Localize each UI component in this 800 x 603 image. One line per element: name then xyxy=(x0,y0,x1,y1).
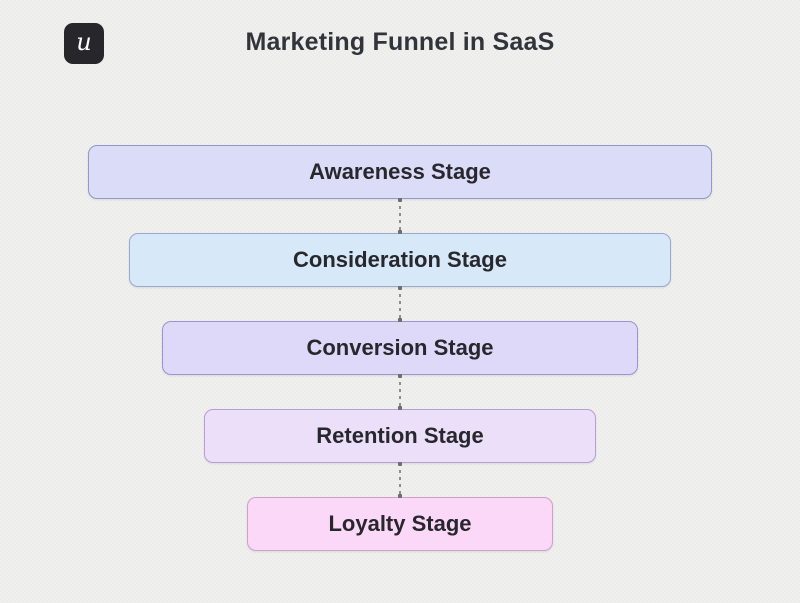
funnel-stage-conversion: Conversion Stage xyxy=(162,321,638,375)
stage-label: Conversion Stage xyxy=(306,335,494,360)
logo-letter-icon: u xyxy=(76,28,92,56)
stage-label: Consideration Stage xyxy=(293,247,507,272)
funnel-stage-awareness: Awareness Stage xyxy=(88,145,712,199)
page-title: Marketing Funnel in SaaS xyxy=(245,28,555,56)
stage-connector xyxy=(398,462,402,498)
stage-label: Retention Stage xyxy=(316,423,484,448)
funnel-stage-consideration: Consideration Stage xyxy=(129,233,671,287)
funnel-stage-loyalty: Loyalty Stage xyxy=(247,497,553,551)
userpilot-logo: u xyxy=(64,23,104,64)
stage-connector xyxy=(398,374,402,410)
stage-connector xyxy=(398,286,402,322)
funnel-stage-retention: Retention Stage xyxy=(204,409,596,463)
stage-label: Loyalty Stage xyxy=(328,511,472,536)
stage-connector xyxy=(398,198,402,234)
stage-label: Awareness Stage xyxy=(309,159,491,184)
